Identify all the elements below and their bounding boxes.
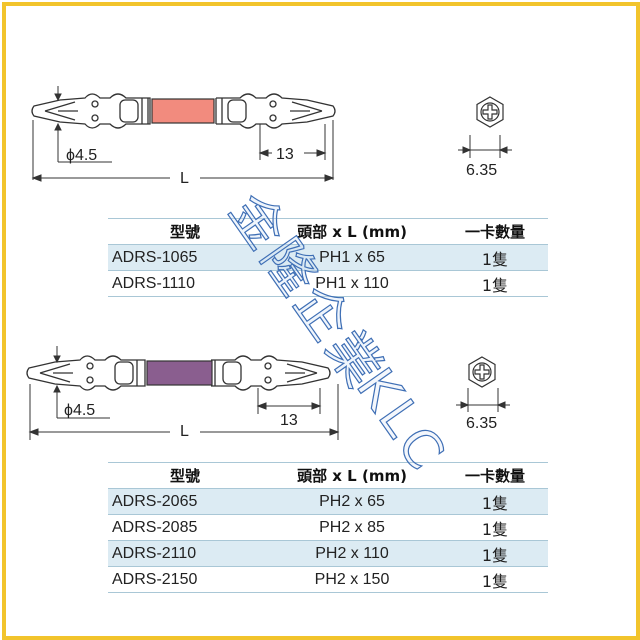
- cell-qty: 1隻: [442, 514, 548, 541]
- cell-qty: 1隻: [442, 488, 548, 515]
- cell-tip-length: PH1 x 110: [262, 270, 442, 297]
- cell-qty: 1隻: [442, 244, 548, 271]
- bit-diagram-ph2: ϕ4.5 13 L 6.35: [26, 346, 510, 440]
- bit-body: [26, 355, 331, 391]
- cell-model: ADRS-2065: [108, 488, 262, 515]
- color-band: [151, 98, 215, 124]
- cell-qty: 1隻: [442, 540, 548, 567]
- header-qty: 一卡數量: [442, 218, 548, 245]
- spec-table-ph1: 型號 頭部 x L (mm) 一卡數量 ADRS-1065 PH1 x 65 1…: [108, 218, 548, 297]
- cell-model: ADRS-2150: [108, 566, 262, 593]
- color-band: [146, 360, 213, 386]
- cell-tip-length: PH2 x 110: [262, 540, 442, 567]
- cell-tip-length: PH2 x 65: [262, 488, 442, 515]
- header-qty: 一卡數量: [442, 462, 548, 489]
- hex-dimension: [456, 388, 510, 412]
- tip-length-label: 13: [276, 146, 294, 163]
- table-row: ADRS-2065 PH2 x 65 1隻: [108, 488, 548, 515]
- table-row: ADRS-1110 PH1 x 110 1隻: [108, 270, 548, 297]
- spec-table-ph2: 型號 頭部 x L (mm) 一卡數量 ADRS-2065 PH2 x 65 1…: [108, 462, 548, 593]
- hex-dimension: [458, 135, 512, 158]
- header-tip-length: 頭部 x L (mm): [262, 218, 442, 245]
- table-row: ADRS-2085 PH2 x 85 1隻: [108, 514, 548, 541]
- diameter-label: ϕ4.5: [66, 147, 97, 164]
- cell-tip-length: PH1 x 65: [262, 244, 442, 271]
- cell-model: ADRS-1065: [108, 244, 262, 271]
- header-model: 型號: [108, 462, 262, 489]
- length-label: L: [180, 423, 189, 440]
- dimension-lines: [28, 346, 340, 440]
- bit-diagram-ph1: ϕ4.5 13 L 6.35: [31, 86, 512, 187]
- cell-model: ADRS-1110: [108, 270, 262, 297]
- tip-length-label: 13: [280, 412, 298, 429]
- bit-body: [31, 93, 336, 129]
- cell-qty: 1隻: [442, 566, 548, 593]
- diameter-label: ϕ4.5: [64, 402, 95, 419]
- table-row: ADRS-1065 PH1 x 65 1隻: [108, 244, 548, 271]
- table-row: ADRS-2110 PH2 x 110 1隻: [108, 540, 548, 567]
- header-tip-length: 頭部 x L (mm): [262, 462, 442, 489]
- hex-end-icon: [468, 356, 496, 388]
- table-header: 型號 頭部 x L (mm) 一卡數量: [108, 462, 548, 489]
- hex-end-icon: [476, 96, 504, 128]
- table-row: ADRS-2150 PH2 x 150 1隻: [108, 566, 548, 593]
- length-label: L: [180, 170, 189, 187]
- cell-tip-length: PH2 x 85: [262, 514, 442, 541]
- table-header: 型號 頭部 x L (mm) 一卡數量: [108, 218, 548, 245]
- hex-size-label: 6.35: [466, 415, 497, 432]
- cell-model: ADRS-2110: [108, 540, 262, 567]
- cell-qty: 1隻: [442, 270, 548, 297]
- cell-tip-length: PH2 x 150: [262, 566, 442, 593]
- cell-model: ADRS-2085: [108, 514, 262, 541]
- header-model: 型號: [108, 218, 262, 245]
- hex-size-label: 6.35: [466, 162, 497, 179]
- dimension-lines: [31, 86, 335, 182]
